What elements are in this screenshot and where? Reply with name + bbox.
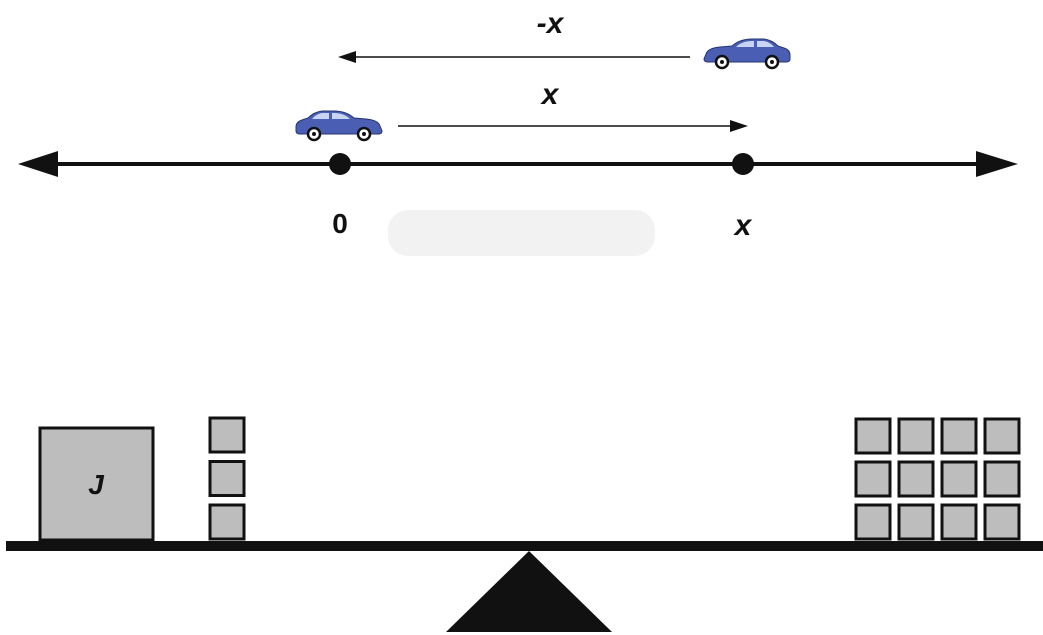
number-line: 0 x	[18, 151, 1018, 242]
unit-block	[983, 503, 1021, 541]
right-unit-blocks	[854, 417, 1021, 541]
forward-displacement: x	[294, 78, 748, 142]
forward-arrow-label: x	[540, 78, 560, 111]
big-block-label: J	[88, 469, 105, 500]
unit-block	[854, 417, 892, 455]
x-point	[732, 153, 754, 175]
unit-block	[983, 460, 1021, 498]
unit-block	[897, 503, 935, 541]
balance-fulcrum	[446, 551, 612, 632]
car-icon	[702, 37, 792, 70]
backward-arrow-label: -x	[537, 7, 565, 40]
balance-beam	[6, 541, 1043, 551]
unit-block	[208, 503, 246, 541]
right-arrowhead	[976, 151, 1018, 177]
origin-point	[329, 153, 351, 175]
origin-label: 0	[332, 208, 348, 239]
unit-block	[854, 460, 892, 498]
placeholder-shape	[388, 210, 655, 256]
unit-block	[897, 417, 935, 455]
unit-block	[897, 460, 935, 498]
unit-block	[208, 416, 246, 454]
unit-block	[854, 503, 892, 541]
big-block: J	[38, 426, 155, 542]
left-unit-blocks	[208, 416, 246, 541]
unit-block	[940, 460, 978, 498]
unit-block	[940, 417, 978, 455]
unit-block	[208, 460, 246, 497]
left-arrowhead	[18, 151, 58, 177]
forward-arrowhead	[730, 120, 748, 132]
unit-block	[940, 503, 978, 541]
backward-displacement: -x	[338, 7, 792, 70]
unit-block	[983, 417, 1021, 455]
backward-arrowhead	[338, 51, 356, 63]
car-icon	[294, 109, 384, 142]
balance: J	[6, 416, 1043, 632]
x-point-label: x	[733, 209, 753, 242]
